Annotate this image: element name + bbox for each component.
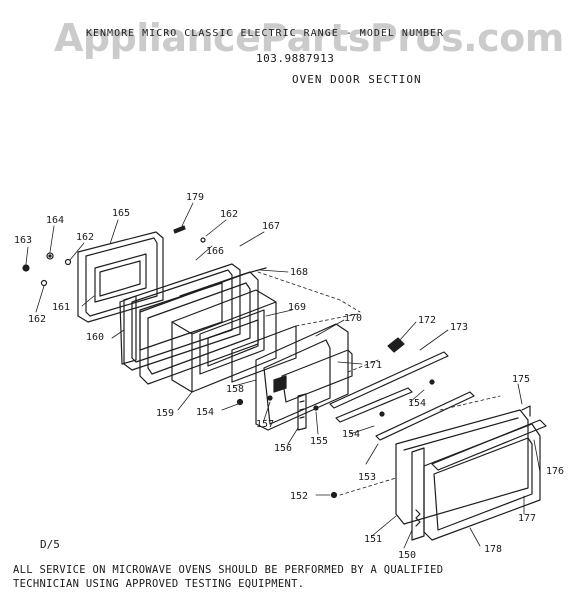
callout-label: 158 [226,384,244,395]
callout-label: 178 [484,544,502,555]
callout-label: 170 [344,313,362,324]
strip-173 [329,351,449,409]
screw-152 [330,491,338,499]
screw-154a [236,398,244,406]
callout-label: 162 [28,314,46,325]
hinge-bracket-156 [297,393,307,431]
trim-154 [335,379,435,423]
leader-lines [25,202,541,549]
page-title: KENMORE MICRO CLASSIC ELECTRIC RANGE - M… [86,28,445,39]
callout-label: 162 [220,209,238,220]
callout-label: 167 [262,221,280,232]
screw-164 [46,252,54,260]
callout-label: 171 [364,360,382,371]
section-title: OVEN DOOR SECTION [292,73,422,86]
spring-150 [415,509,421,527]
callout-label: 150 [398,550,416,561]
door-liner-168 [139,267,267,385]
assembly-lines [257,271,501,496]
callout-label: 164 [46,215,64,226]
window-pack-169 [231,325,297,383]
callout-label: 161 [52,302,70,313]
gasket-166 [123,263,241,371]
service-note-line: TECHNICIAN USING APPROVED TESTING EQUIPM… [13,578,305,590]
callout-label: 151 [364,534,382,545]
handle-175 [431,405,547,471]
callout-label: 165 [112,208,130,219]
callout-label: 169 [288,302,306,313]
callout-label: 162 [76,232,94,243]
latch-158 [273,375,287,393]
model-number: 103.9887913 [256,52,335,65]
callout-label: 172 [418,315,436,326]
diagram-header: AppliancePartsPros.com KENMORE MICRO CLA… [0,0,584,86]
callout-label: 156 [274,443,292,454]
watermark-logo: AppliancePartsPros.com [54,16,564,60]
callout-label: 157 [256,419,274,430]
callout-label: 154 [196,407,214,418]
heat-shield-171 [281,349,353,403]
outer-door-151 [395,409,529,525]
service-note: ALL SERVICE ON MICROWAVE OVENS SHOULD BE… [13,563,443,591]
screw-157 [267,395,273,401]
door-body-159 [171,289,277,393]
trim-153 [375,391,475,441]
callout-label: 176 [546,466,564,477]
callout-label: 173 [450,322,468,333]
washer-162c [200,237,206,243]
callout-label: 153 [358,472,376,483]
callout-labels: 179 164 165 162 163 162 167 166 168 161 … [14,192,564,561]
door-glass-165 [77,231,164,323]
screw-163 [22,264,30,272]
screw-179 [173,225,186,234]
inner-panel-160 [119,295,137,365]
door-frame-178 [411,447,425,541]
callout-label: 175 [512,374,530,385]
callout-label: 168 [290,267,308,278]
diagram-code: D/5 [40,538,60,551]
washer-162a [64,258,72,266]
screw-155 [313,405,319,411]
callout-label: 160 [86,332,104,343]
callout-label: 152 [290,491,308,502]
inner-door-panel-170 [255,323,349,431]
callout-label: 159 [156,408,174,419]
callout-label: 155 [310,436,328,447]
callout-label: 166 [206,246,224,257]
callout-label: 177 [518,513,536,524]
clip-172 [387,337,405,353]
callout-label: 179 [186,192,204,203]
callout-label: 154 [408,398,426,409]
service-note-line: ALL SERVICE ON MICROWAVE OVENS SHOULD BE… [13,564,444,576]
washer-162b [40,279,48,287]
callout-label: 154 [342,429,360,440]
callout-label: 163 [14,235,32,246]
